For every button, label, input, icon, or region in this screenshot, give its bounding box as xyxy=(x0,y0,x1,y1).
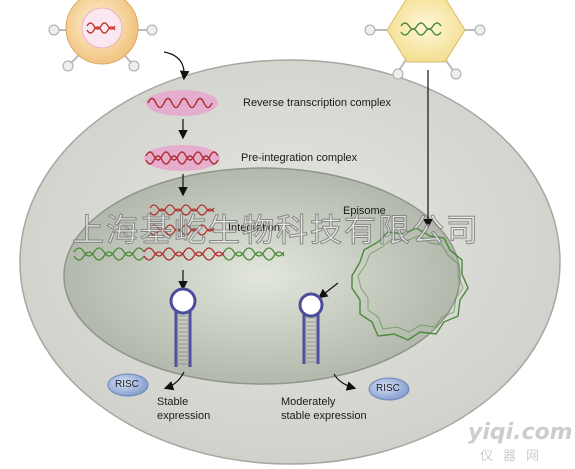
company-watermark: 上海基屹生物科技有限公司 xyxy=(71,211,481,250)
label-moderate-line2: stable expression xyxy=(281,410,367,422)
label-stable-line2: expression xyxy=(157,410,211,422)
risc-complex-right xyxy=(368,377,410,401)
label-episome: Episome xyxy=(343,205,386,217)
label-reverse-transcription: Reverse transcription complex xyxy=(243,97,391,109)
label-risc-right: RISC xyxy=(376,383,400,394)
aav-particle xyxy=(364,0,486,80)
shrna-hairpin-left xyxy=(169,287,197,367)
label-pre-integration: Pre-integration complex xyxy=(241,152,358,164)
pre-integration-complex xyxy=(144,145,220,171)
nucleus xyxy=(63,167,461,385)
arrow-to-risc-right xyxy=(333,373,357,391)
integrated-provirus xyxy=(149,204,215,236)
arrow-episome-to-shrna xyxy=(318,282,339,299)
site-watermark: yiqi.com xyxy=(468,420,573,445)
label-integration: Integration xyxy=(228,222,280,234)
host-chromosome xyxy=(73,247,285,261)
arrow-to-risc-left xyxy=(163,371,185,391)
episome-circle xyxy=(351,227,469,341)
reverse-transcription-complex xyxy=(146,90,218,116)
label-stable-line1: Stable xyxy=(157,396,189,408)
entry-arrow-lentivirus xyxy=(163,51,190,81)
label-risc-left: RISC xyxy=(115,379,139,390)
lentivirus-particle xyxy=(48,0,158,72)
shrna-hairpin-right xyxy=(298,292,324,364)
site-watermark-cn: 仪器网 xyxy=(480,449,550,464)
label-moderate-line1: Moderately xyxy=(281,396,336,408)
risc-complex-left xyxy=(107,373,149,397)
